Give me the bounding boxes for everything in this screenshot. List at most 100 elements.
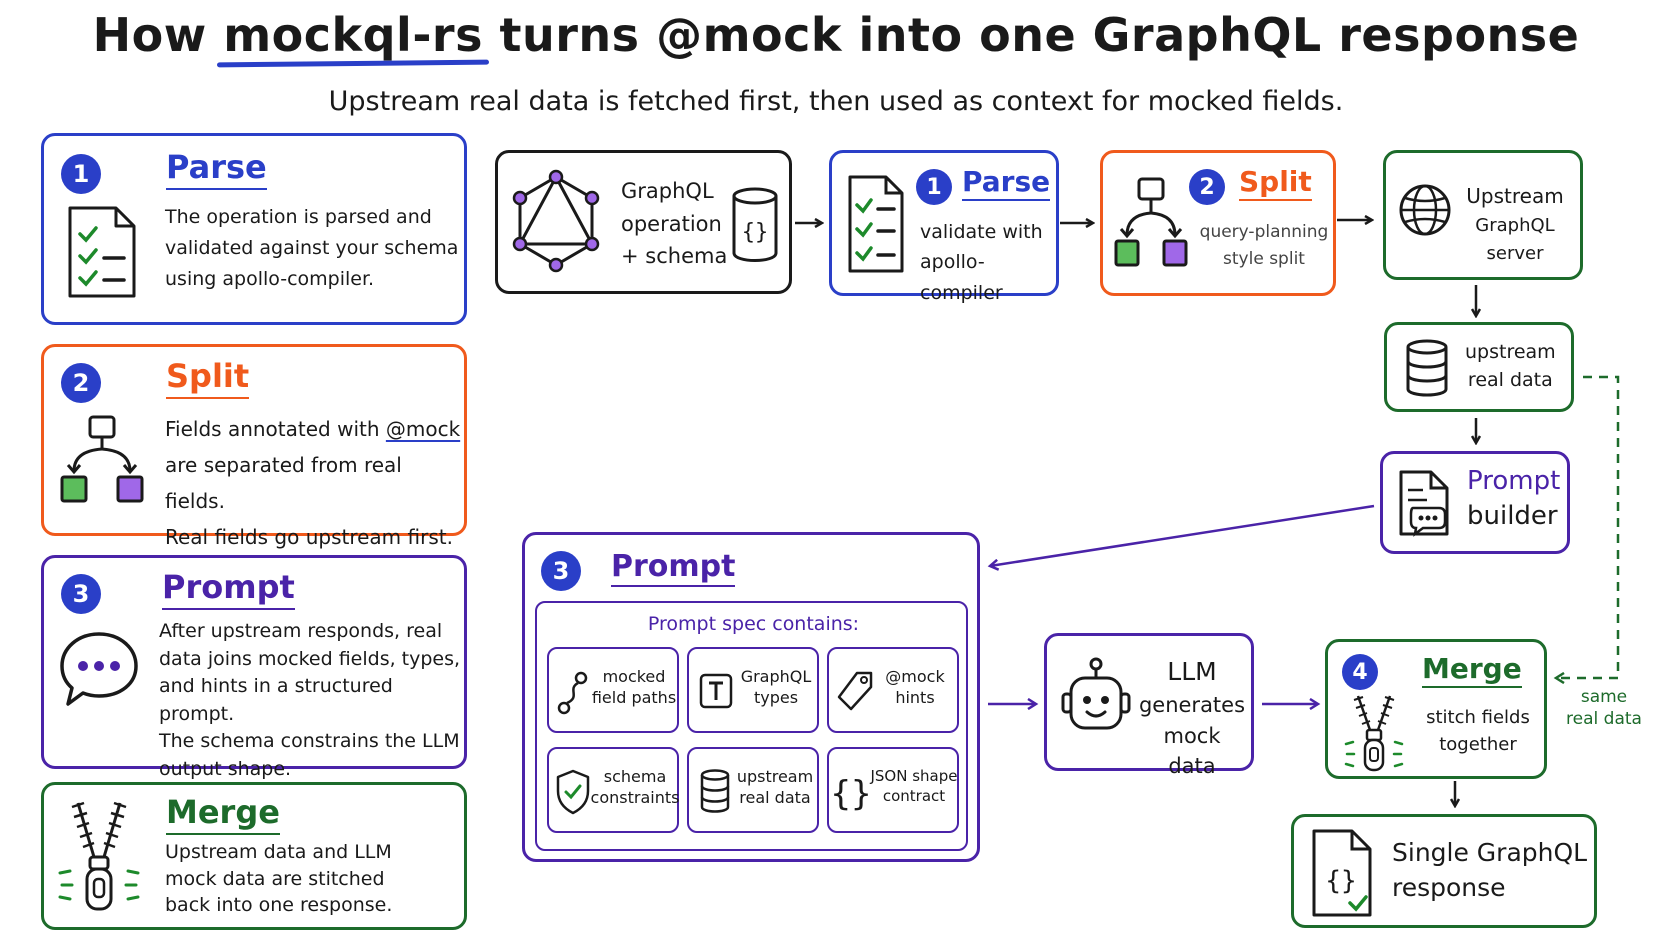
spec-item-line: hints [895, 687, 935, 707]
spec-item-mocked-paths: mocked field paths [547, 647, 679, 733]
robot-icon [1061, 657, 1131, 730]
spec-item-line: mocked [602, 667, 666, 686]
page-subtitle: Upstream real data is fetched first, the… [328, 86, 1344, 117]
split-node-text: query-planning style split [1199, 219, 1329, 273]
split-node-title: Split [1239, 165, 1312, 201]
parse-node-badge: 1 [916, 169, 952, 205]
legend-split-line-2: are separated from real fields. [165, 453, 402, 513]
title-post: turns @mock into one GraphQL response [482, 8, 1580, 62]
legend-prompt-badge: 3 [61, 574, 101, 614]
llm-node-line: LLM [1167, 657, 1217, 686]
legend-prompt-line: After upstream responds, real [159, 620, 443, 642]
legend-parse-badge: 1 [61, 154, 101, 194]
zipper-icon [58, 801, 140, 911]
legend-split-badge: 2 [61, 363, 101, 403]
real-data-text: upstream real data [1465, 339, 1556, 394]
prompt-spec-inner: Prompt spec contains: mocked field paths… [535, 601, 968, 851]
response-node: {} Single GraphQL response [1291, 814, 1597, 928]
parse-node-text: validate with apollo-compiler [920, 217, 1056, 308]
document-chat-icon [1399, 470, 1449, 537]
spec-item-label: mocked field paths [589, 667, 679, 709]
spec-item-label: GraphQL types [733, 667, 819, 709]
spec-item-line: GraphQL [740, 667, 812, 686]
parse-node: 1 Parse validate with apollo-compiler [829, 150, 1059, 304]
llm-node-text: LLM generates mock data [1137, 654, 1247, 782]
merge-node-badge: 4 [1342, 654, 1378, 690]
legend-merge-text: Upstream data and LLM mock data are stit… [165, 839, 465, 919]
spec-item-label: upstream real data [731, 767, 819, 809]
braces-icon: {} [831, 774, 872, 814]
prompt-builder-text: Prompt builder [1467, 464, 1560, 534]
spec-item-line: contract [882, 786, 946, 805]
spec-item-upstream-data: upstream real data [687, 747, 819, 833]
legend-split-card: 2 Split Fields annotated with @mock are … [41, 344, 467, 549]
legend-split-text: Fields annotated with @mock are separate… [165, 411, 465, 555]
tag-icon [837, 671, 873, 711]
legend-prompt-line: output shape. [159, 757, 292, 780]
split-tree-icon [1114, 177, 1188, 267]
split-node: 2 Split query-planning style split [1100, 150, 1336, 296]
response-node-line: response [1392, 873, 1506, 902]
same-data-line: real data [1566, 709, 1642, 730]
real-data-line: real data [1467, 368, 1553, 391]
legend-parse-text: The operation is parsed and validated ag… [165, 202, 465, 294]
database-braces-icon: {} [732, 187, 778, 262]
prompt-builder-node: Prompt builder [1380, 451, 1570, 554]
path-link-icon [557, 671, 588, 715]
prompt-builder-line: Prompt [1467, 466, 1561, 496]
legend-parse-line: using apollo-compiler. [165, 267, 375, 290]
same-real-data-label: same real data [1556, 686, 1652, 730]
input-node-line: GraphQL [621, 179, 714, 203]
legend-prompt-line: The schema constrains the LLM [159, 730, 460, 753]
legend-split-line-1-text: Fields annotated with [165, 417, 386, 441]
split-node-line: query-planning [1199, 222, 1329, 242]
spec-item-line: field paths [591, 687, 677, 707]
graphql-logo-icon [512, 169, 600, 273]
upstream-server-line: Upstream [1466, 184, 1564, 208]
legend-prompt-text: After upstream responds, real data joins… [159, 618, 465, 783]
spec-item-line: @mock [885, 667, 945, 686]
llm-node-line: mock data [1163, 723, 1221, 779]
upstream-server-text: Upstream GraphQL server [1452, 181, 1578, 268]
real-data-node: upstream real data [1384, 322, 1574, 412]
input-node-text: GraphQL operation + schema [621, 175, 727, 273]
llm-node-line: generates [1138, 693, 1246, 718]
split-node-badge: 2 [1189, 169, 1225, 205]
spec-item-label: schema constraints [589, 767, 681, 809]
legend-split-title: Split [166, 357, 250, 399]
mock-directive-code: @mock [385, 417, 461, 441]
response-node-text: Single GraphQL response [1392, 835, 1587, 905]
legend-prompt-line: and hints in a structured prompt. [159, 675, 393, 725]
same-data-line: same [1580, 687, 1628, 707]
merge-node-text: stitch fields together [1414, 704, 1542, 758]
checklist-icon [68, 206, 136, 298]
upstream-server-line: GraphQL server [1475, 215, 1555, 264]
database-icon [700, 769, 730, 813]
merge-node-line: together [1439, 734, 1517, 755]
legend-prompt-card: 3 Prompt After upstream responds, real d… [41, 555, 467, 780]
json-document-icon: {} [1312, 829, 1372, 917]
legend-merge-card: Merge Upstream data and LLM mock data ar… [41, 782, 467, 930]
shield-check-icon [556, 769, 590, 815]
legend-merge-line: Upstream data and LLM [165, 841, 392, 863]
type-t-icon [699, 673, 733, 709]
spec-item-schema-constraints: schema constraints [547, 747, 679, 833]
split-tree-icon [60, 415, 144, 503]
llm-node: LLM generates mock data [1044, 633, 1254, 778]
page-title: How mockql-rs turns @mock into one Graph… [0, 8, 1672, 62]
real-data-line: upstream [1465, 341, 1556, 363]
svg-text:{}: {} [831, 774, 872, 814]
spec-item-json-contract: {} JSON shape contract [827, 747, 959, 833]
svg-text:{}: {} [1325, 866, 1356, 896]
prompt-builder-line: builder [1467, 501, 1558, 532]
legend-merge-line: back into one response. [165, 894, 393, 917]
response-node-line: Single GraphQL [1392, 838, 1588, 867]
input-node: GraphQL operation + schema {} [495, 150, 792, 294]
spec-item-label: JSON shape contract [867, 767, 961, 806]
spec-item-label: @mock hints [871, 667, 959, 709]
merge-node-line: stitch fields [1426, 707, 1530, 728]
legend-parse-line: validated against your schema [165, 236, 459, 259]
spec-item-line: schema [603, 767, 667, 786]
split-node-line: style split [1223, 249, 1305, 270]
legend-merge-title: Merge [166, 793, 280, 835]
